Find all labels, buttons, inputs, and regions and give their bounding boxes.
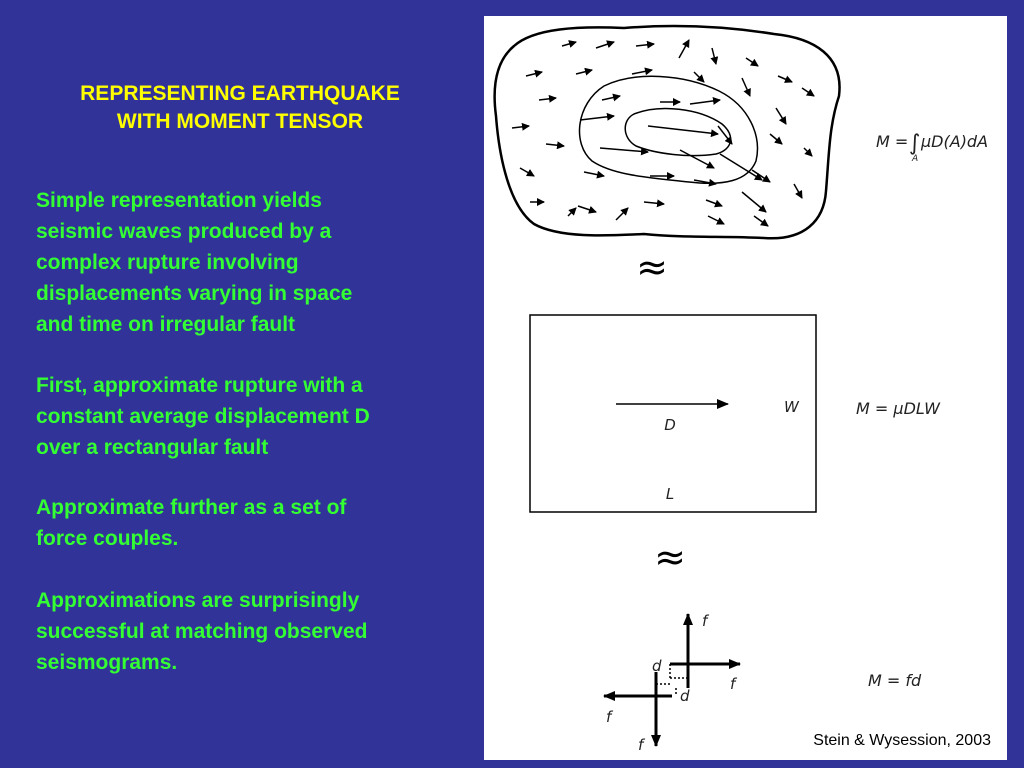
fault-middle-contour xyxy=(578,75,759,185)
label-f-top: f xyxy=(702,612,710,630)
label-W: W xyxy=(784,398,800,416)
eq1-subscript: A xyxy=(911,154,918,164)
slip-vector xyxy=(643,199,665,208)
eq1-rhs: μD(A)dA xyxy=(920,132,988,151)
slip-vector xyxy=(601,93,621,102)
label-d-right: d xyxy=(680,687,690,705)
slip-vector xyxy=(567,207,577,217)
eq1-lhs: M = xyxy=(876,132,908,151)
slip-vector xyxy=(647,125,719,138)
slip-vector xyxy=(801,87,815,97)
slip-vector xyxy=(693,71,705,83)
slip-vector xyxy=(777,75,793,83)
slip-vector xyxy=(693,178,717,187)
slip-vector xyxy=(678,39,690,59)
slide-title: REPRESENTING EARTHQUAKE WITH MOMENT TENS… xyxy=(80,82,400,133)
slip-vector xyxy=(511,122,530,131)
slip-vector xyxy=(689,96,721,105)
slip-vector xyxy=(545,141,565,150)
label-f-bottom: f xyxy=(638,736,646,754)
rectangular-fault xyxy=(529,314,817,513)
slip-vector xyxy=(793,183,803,199)
slip-vector xyxy=(769,133,783,145)
slip-vector xyxy=(741,191,767,213)
slip-vector xyxy=(615,207,629,221)
slip-vector xyxy=(561,40,577,48)
figure-panel: M = ∫ A μD(A)dA ≈ D W L M = μDLW ≈ f d f xyxy=(484,16,1007,760)
fault-inner-contour xyxy=(624,107,732,157)
slip-vector xyxy=(745,57,759,67)
slip-vector xyxy=(599,147,649,156)
slip-vector xyxy=(631,67,653,76)
slip-vector xyxy=(577,205,597,214)
slip-vector xyxy=(753,215,769,227)
figure-credit: Stein & Wysession, 2003 xyxy=(813,732,991,749)
slip-vector xyxy=(710,47,719,65)
fault-outer-outline xyxy=(493,24,841,240)
eq3: M = fd xyxy=(868,671,922,690)
slip-vector xyxy=(525,69,543,78)
label-d-top: d xyxy=(652,657,662,675)
slip-vector xyxy=(751,169,771,183)
slip-vector xyxy=(717,125,733,145)
couple-spacing-marks xyxy=(656,664,688,696)
label-f-left: f xyxy=(606,708,614,726)
label-f-right: f xyxy=(730,675,738,693)
eq1-integral: ∫ xyxy=(909,131,920,156)
slip-vector xyxy=(707,215,725,225)
slip-vector xyxy=(775,107,787,125)
paragraph-rectangular-fault: First, approximate rupture with a consta… xyxy=(36,374,370,459)
slip-vector xyxy=(719,153,763,181)
slip-vector xyxy=(519,167,535,177)
figure-svg: M = ∫ A μD(A)dA ≈ D W L M = μDLW ≈ f d f xyxy=(493,24,988,754)
slip-vector xyxy=(635,40,655,49)
slip-vector xyxy=(579,112,615,121)
slip-vector xyxy=(595,40,615,49)
paragraph-simple-representation: Simple representation yields seismic wav… xyxy=(36,189,353,336)
approx-symbol-2: ≈ xyxy=(654,535,686,579)
slip-vector xyxy=(538,94,557,103)
slip-vectors xyxy=(511,39,815,227)
force-couples xyxy=(603,613,741,747)
label-D: D xyxy=(664,416,676,434)
slip-vector xyxy=(741,77,751,97)
slip-vector xyxy=(575,67,593,76)
slip-vector xyxy=(583,170,605,179)
slip-vector xyxy=(705,199,723,208)
slip-vector xyxy=(679,149,715,169)
approx-symbol-1: ≈ xyxy=(636,245,668,289)
paragraph-approximations: Approximations are surprisingly successf… xyxy=(36,589,368,674)
paragraph-force-couples: Approximate further as a set of force co… xyxy=(36,496,347,550)
label-L: L xyxy=(666,485,674,503)
eq2: M = μDLW xyxy=(856,399,941,418)
slip-vector xyxy=(803,147,813,157)
